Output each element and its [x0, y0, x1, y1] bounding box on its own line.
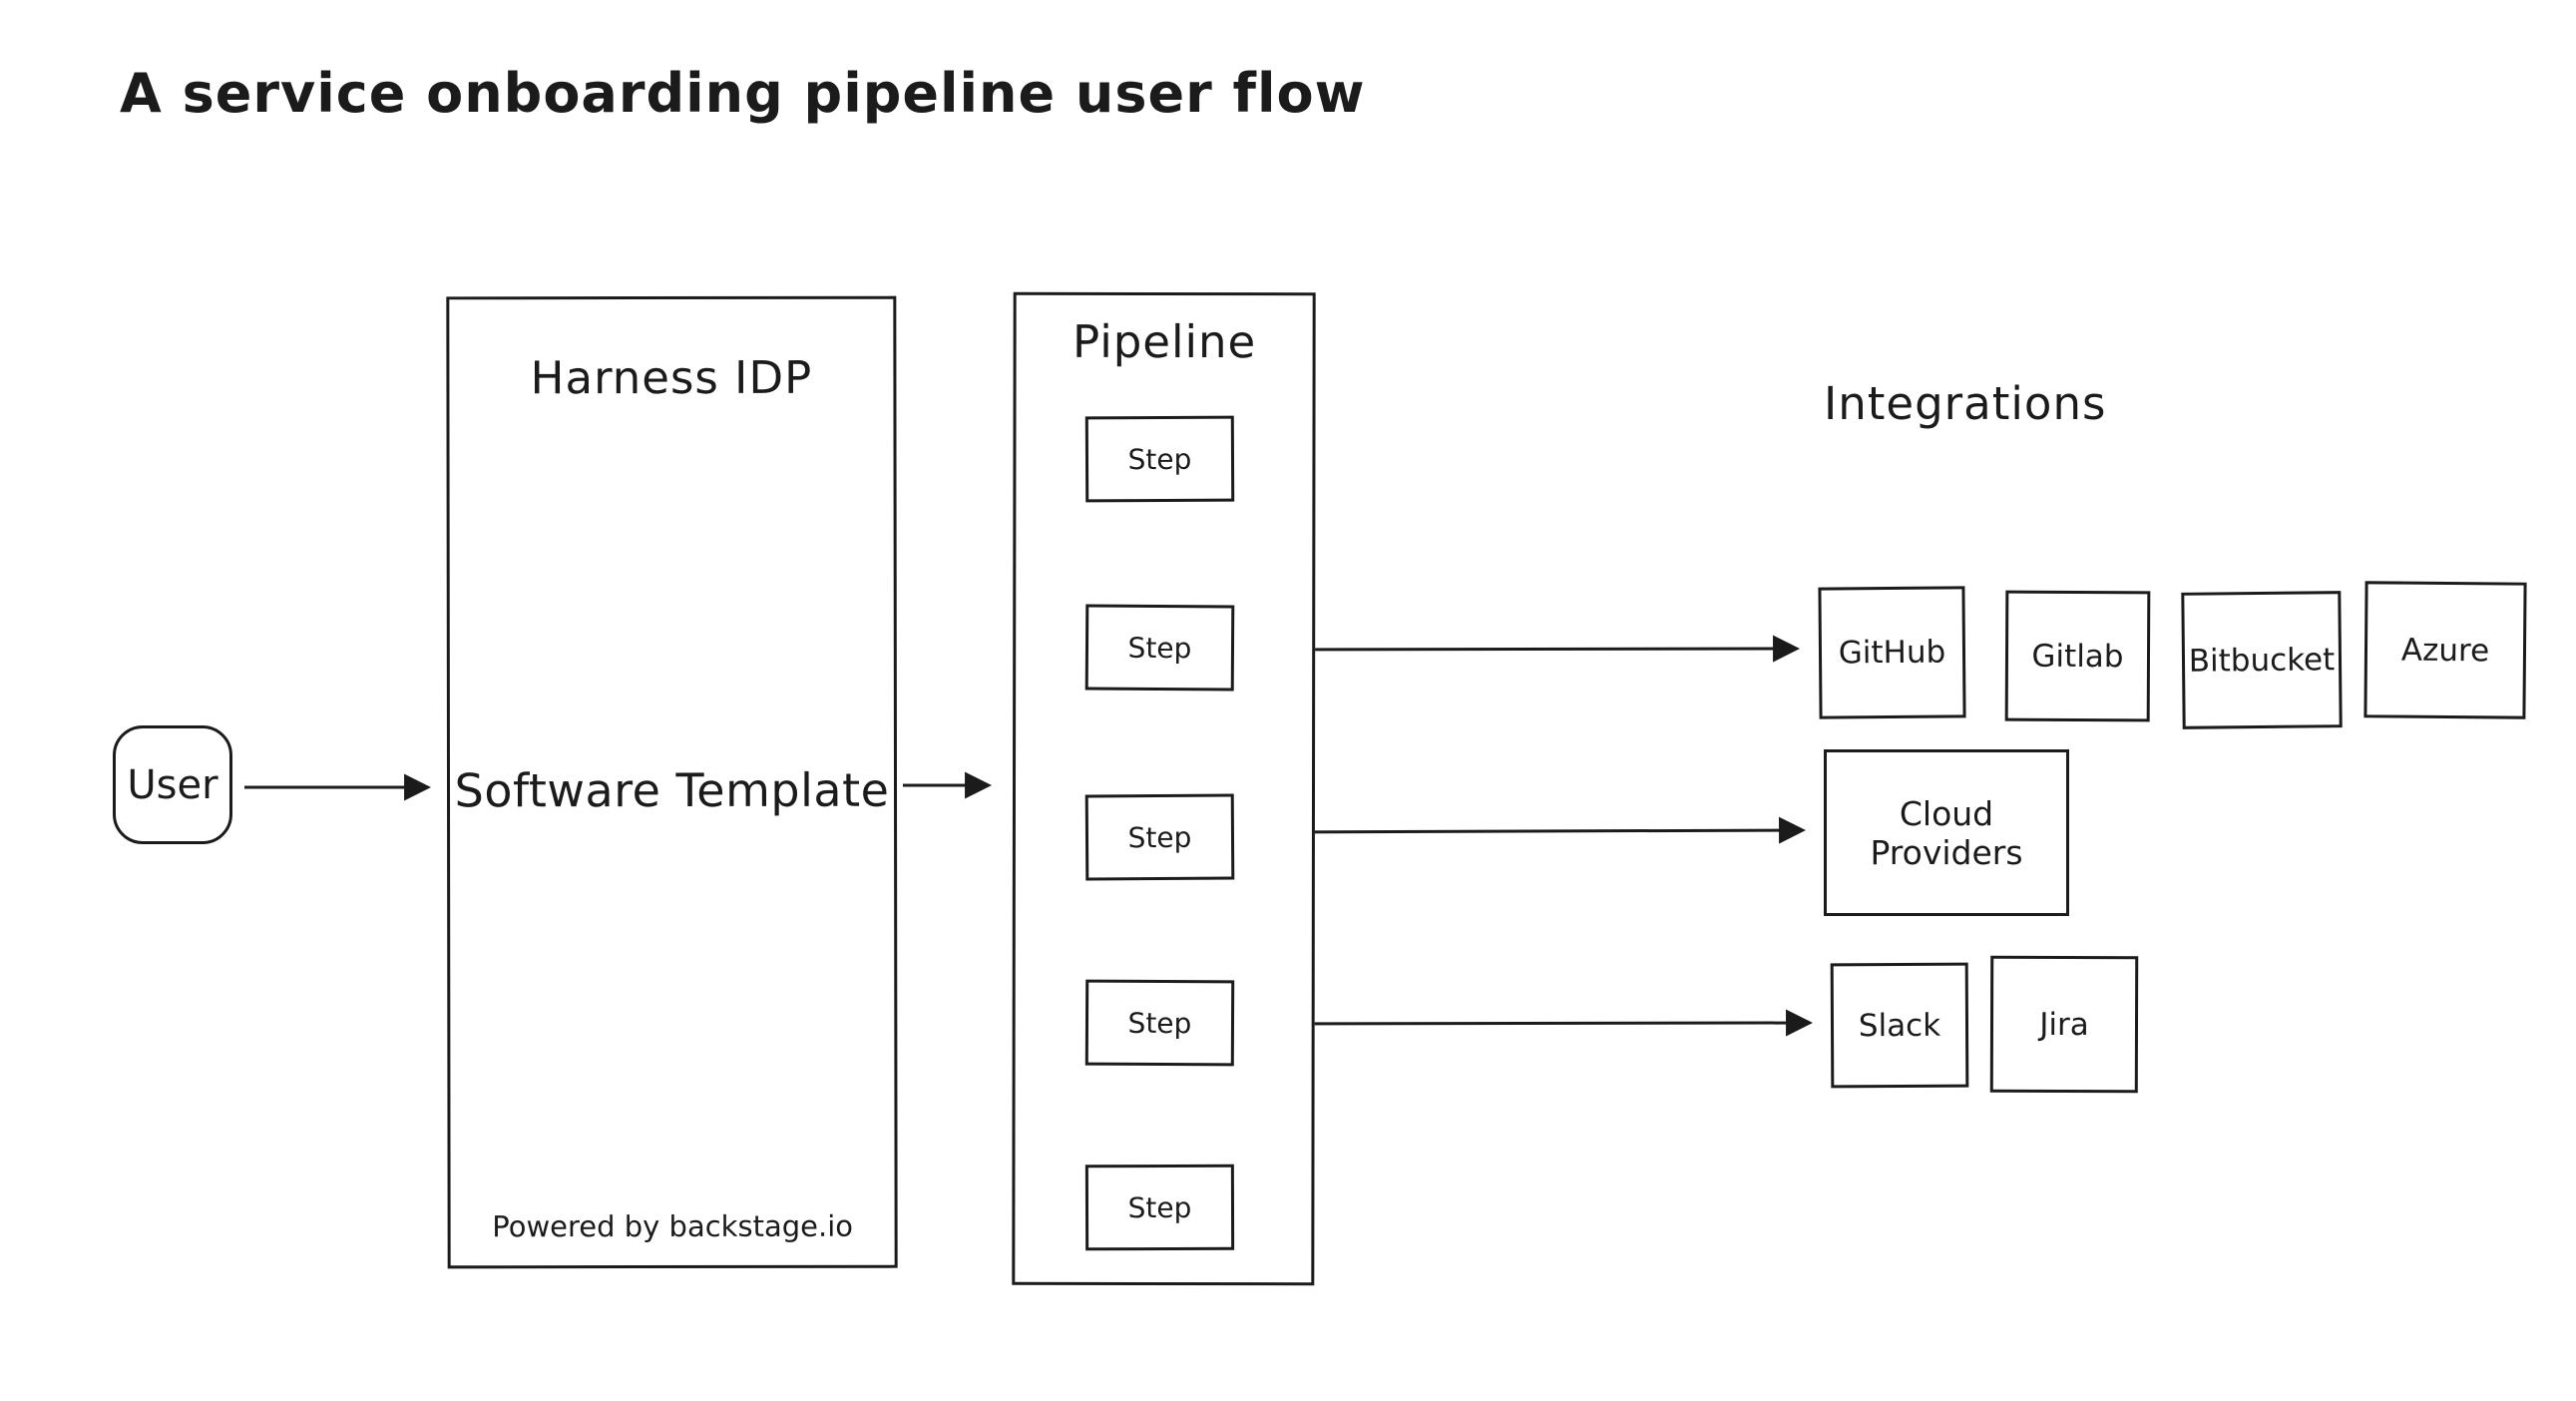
- step-label: Step: [1127, 1190, 1192, 1224]
- user-label: User: [127, 761, 218, 808]
- github-label: GitHub: [1838, 634, 1946, 672]
- step-label: Step: [1127, 442, 1192, 476]
- integration-github: GitHub: [1818, 586, 1966, 719]
- software-template-label: Software Template: [454, 762, 890, 818]
- step-label: Step: [1127, 631, 1192, 665]
- gitlab-label: Gitlab: [2031, 638, 2124, 675]
- step-label: Step: [1127, 820, 1192, 854]
- bitbucket-label: Bitbucket: [2188, 641, 2336, 680]
- cloud-providers-label: Cloud Providers: [1870, 793, 2023, 872]
- pipeline-step-5: Step: [1084, 1164, 1235, 1251]
- harness-idp-box: Harness IDP Software Template Powered by…: [446, 295, 898, 1269]
- step-label: Step: [1127, 1006, 1192, 1040]
- user-node: User: [113, 725, 232, 844]
- integration-bitbucket: Bitbucket: [2181, 591, 2343, 729]
- pipeline-title: Pipeline: [1073, 314, 1257, 369]
- pipeline-step-2: Step: [1084, 604, 1235, 692]
- azure-label: Azure: [2400, 632, 2490, 669]
- arrow-step2-to-github: [1246, 635, 1801, 663]
- pipeline-step-1: Step: [1084, 415, 1235, 503]
- integration-gitlab: Gitlab: [2004, 590, 2151, 722]
- jira-label: Jira: [2039, 1006, 2089, 1043]
- harness-idp-title: Harness IDP: [530, 350, 813, 405]
- integration-jira: Jira: [1989, 955, 2139, 1094]
- diagram-title: A service onboarding pipeline user flow: [120, 62, 1366, 125]
- integrations-title: Integrations: [1824, 377, 2107, 430]
- integration-cloud-providers: Cloud Providers: [1824, 749, 2069, 916]
- slack-label: Slack: [1858, 1007, 1941, 1044]
- pipeline-step-3: Step: [1084, 793, 1235, 881]
- arrow-step4-to-slack: [1258, 1009, 1814, 1037]
- arrow-step3-to-cloud-providers: [1251, 816, 1807, 844]
- integration-azure: Azure: [2363, 581, 2527, 719]
- integration-slack: Slack: [1830, 962, 1969, 1089]
- pipeline-step-4: Step: [1084, 979, 1235, 1067]
- powered-by-backstage-label: Powered by backstage.io: [492, 1208, 854, 1244]
